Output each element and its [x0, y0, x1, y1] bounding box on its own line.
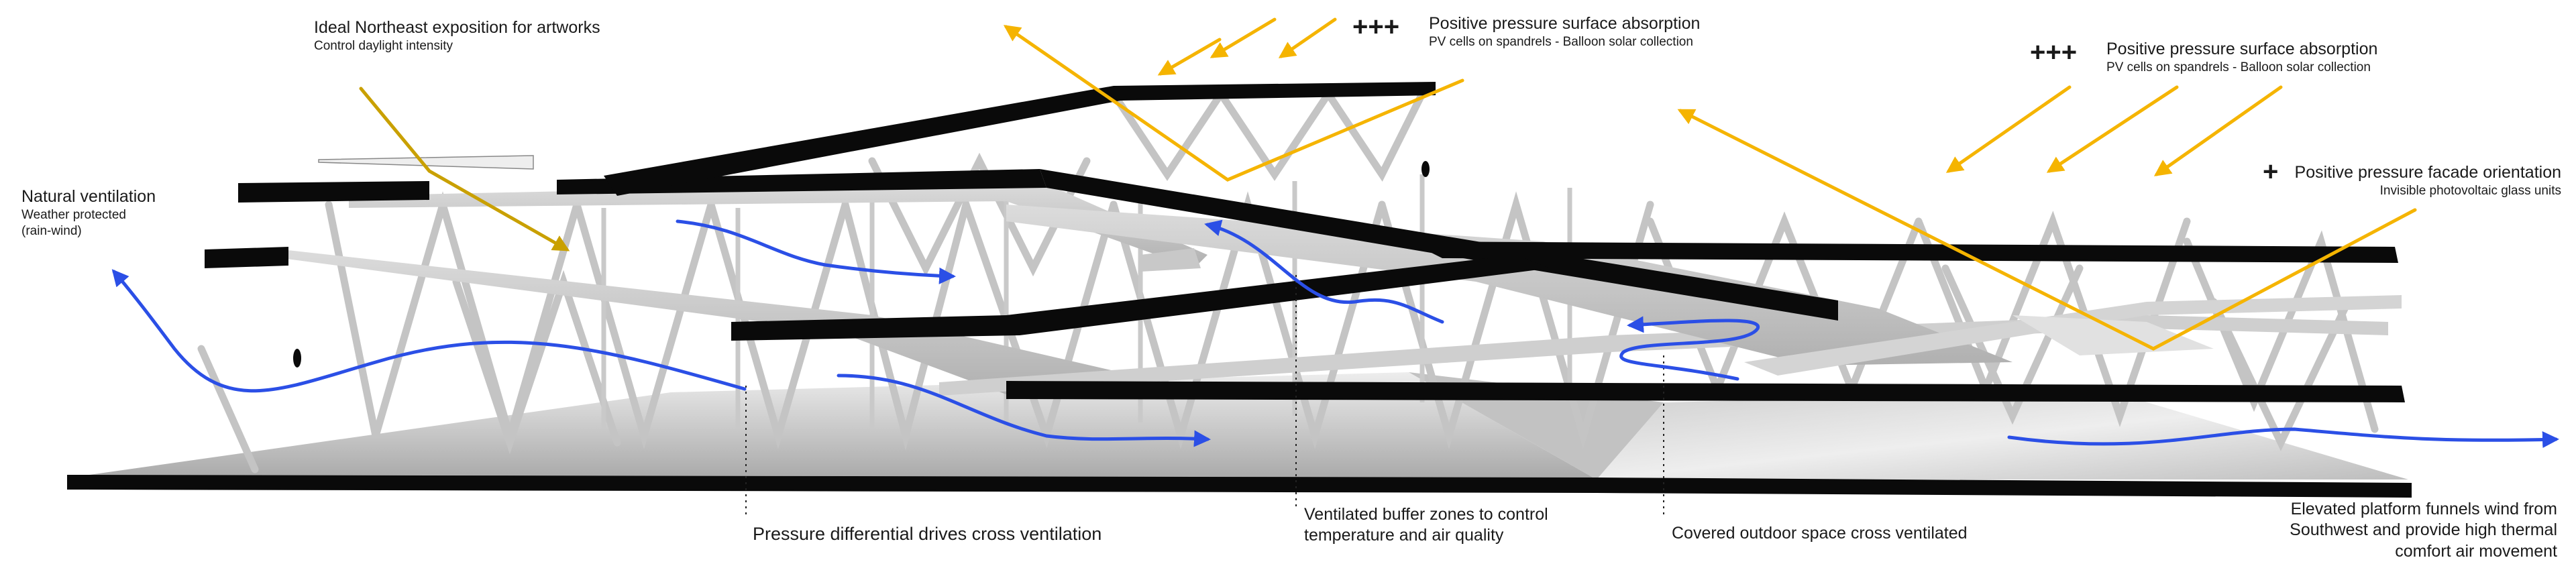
slab-mid-level: [731, 255, 1550, 341]
leader-lines: [745, 275, 1664, 516]
pressure-surface-subtitle-2: PV cells on spandrels - Balloon solar co…: [2106, 60, 2371, 75]
facade-orientation-subtitle: Invisible photovoltaic glass units: [2379, 184, 2561, 199]
slab-left-lower: [205, 247, 288, 268]
grey-floor-slabs: [282, 181, 2402, 396]
solar-arrows: [1003, 17, 2417, 351]
pressure-surface-annotation-1: Positive pressure surface absorption PV …: [1429, 13, 1700, 50]
natural-ventilation-line2: Weather protected: [21, 208, 126, 223]
elevated-platform-line1: Elevated platform funnels wind from: [2290, 500, 2557, 518]
daylight-arrow: [359, 87, 570, 251]
exposition-annotation: Ideal Northeast exposition for artworks …: [314, 17, 600, 54]
buffer-zones-line2: temperature and air quality: [1304, 526, 1504, 545]
exposition-subtitle: Control daylight intensity: [314, 39, 453, 54]
slab-right-upper: [1409, 241, 2398, 263]
positive-pressure-symbol-1: +++: [1352, 12, 1400, 42]
small-vent-mark: [1421, 161, 1430, 177]
elevated-platform-annotation: Elevated platform funnels wind from Sout…: [2290, 499, 2557, 562]
pressure-surface-annotation-2: Positive pressure surface absorption PV …: [2106, 39, 2377, 76]
pressure-surface-title-2: Positive pressure surface absorption: [2106, 40, 2378, 58]
black-roof-slabs: [205, 82, 2405, 402]
daylight-vane: [318, 155, 534, 170]
pressure-surface-title-1: Positive pressure surface absorption: [1429, 14, 1701, 33]
cross-ventilation-label: Pressure differential drives cross venti…: [753, 524, 1102, 544]
slab-left-upper: [238, 181, 429, 203]
positive-pressure-symbol-3: +: [2263, 157, 2279, 186]
elevated-platform-line3: comfort air movement: [2395, 541, 2557, 561]
exposition-title: Ideal Northeast exposition for artworks: [314, 18, 600, 37]
natural-ventilation-title: Natural ventilation: [21, 187, 156, 206]
facade-orientation-title: Positive pressure facade orientation: [2294, 163, 2561, 182]
small-vent-mark-2: [293, 349, 301, 368]
buffer-zones-line1: Ventilated buffer zones to control: [1304, 505, 1548, 524]
covered-outdoor-label: Covered outdoor space cross ventilated: [1672, 524, 1968, 543]
natural-ventilation-line3: (rain-wind): [21, 224, 82, 238]
natural-ventilation-annotation: Natural ventilation Weather protected (r…: [21, 186, 156, 239]
pressure-surface-subtitle-1: PV cells on spandrels - Balloon solar co…: [1429, 35, 1693, 50]
facade-orientation-annotation: Positive pressure facade orientation Inv…: [2295, 162, 2561, 199]
slab-top-ridge: [604, 82, 1436, 196]
elevated-platform-line2: Southwest and provide high thermal: [2290, 520, 2557, 540]
wind-arrows: [111, 219, 2559, 449]
slab-mid-top: [557, 169, 1046, 194]
buffer-zones-annotation: Ventilated buffer zones to control tempe…: [1304, 504, 1548, 547]
positive-pressure-symbol-2: +++: [2030, 38, 2078, 67]
slab-long-lower: [1006, 381, 2405, 402]
